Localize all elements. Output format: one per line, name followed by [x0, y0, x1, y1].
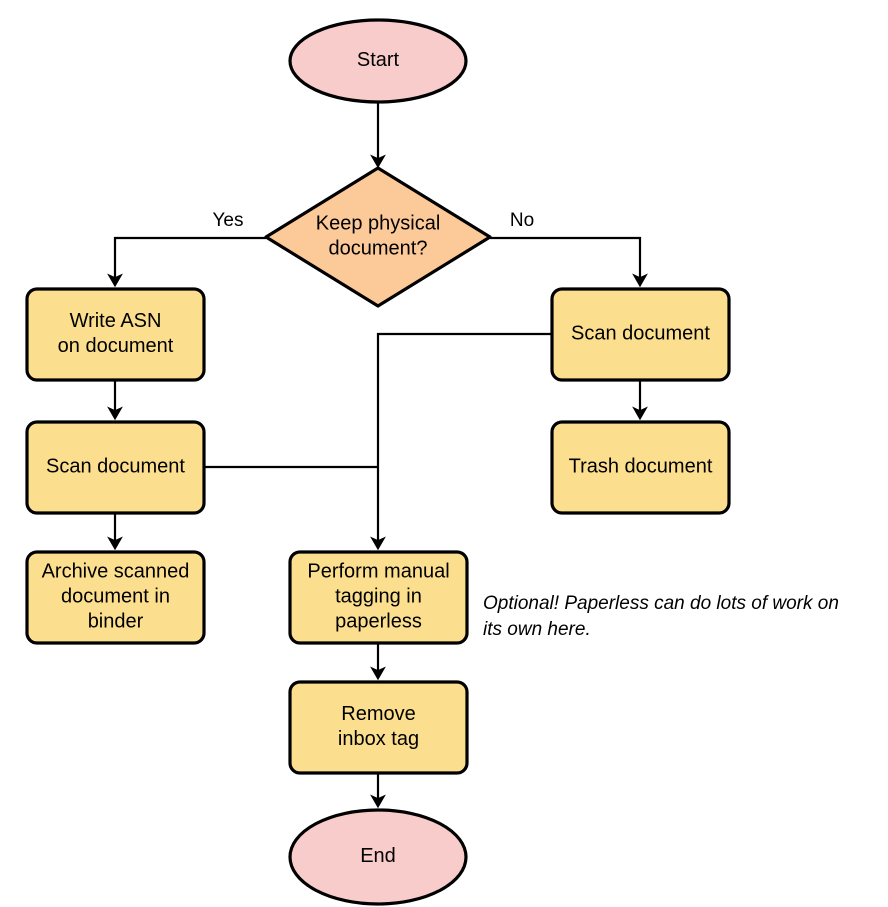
node-label: Scan document [46, 456, 185, 478]
edge-decision-no-to-scan-right: No [490, 210, 648, 288]
edges-layer: Yes No [107, 102, 648, 809]
terminator-shape [288, 18, 468, 104]
decision-shape [264, 166, 492, 308]
edge-decision-yes-to-write-asn: Yes [107, 210, 266, 288]
node-start[interactable]: Start [288, 18, 468, 104]
node-label: Start [357, 49, 400, 71]
process-shape [550, 420, 731, 515]
annotations-layer: Optional! Paperless can do lots of work … [483, 593, 839, 640]
process-shape [25, 287, 206, 382]
process-shape [25, 420, 206, 515]
process-shape [550, 287, 731, 382]
edge-label-yes: Yes [213, 210, 244, 231]
node-label: Scan document [571, 323, 710, 345]
edge-line [490, 236, 648, 288]
node-trash-document[interactable]: Trash document [550, 420, 731, 515]
process-shape [288, 680, 469, 775]
node-scan-document-right[interactable]: Scan document [550, 287, 731, 382]
process-shape [25, 550, 206, 645]
node-label: Trash document [569, 456, 713, 478]
terminator-shape [288, 808, 468, 906]
edge-line [107, 236, 266, 288]
node-end[interactable]: End [288, 808, 468, 906]
edge-line [370, 332, 552, 551]
edge-scan-right-to-tagging [370, 332, 552, 551]
node-scan-document-left[interactable]: Scan document [25, 420, 206, 515]
process-shape [288, 550, 469, 645]
node-label: End [360, 845, 396, 867]
edge-label-no: No [510, 210, 534, 231]
annotation-optional-note: Optional! Paperless can do lots of work … [483, 593, 839, 640]
